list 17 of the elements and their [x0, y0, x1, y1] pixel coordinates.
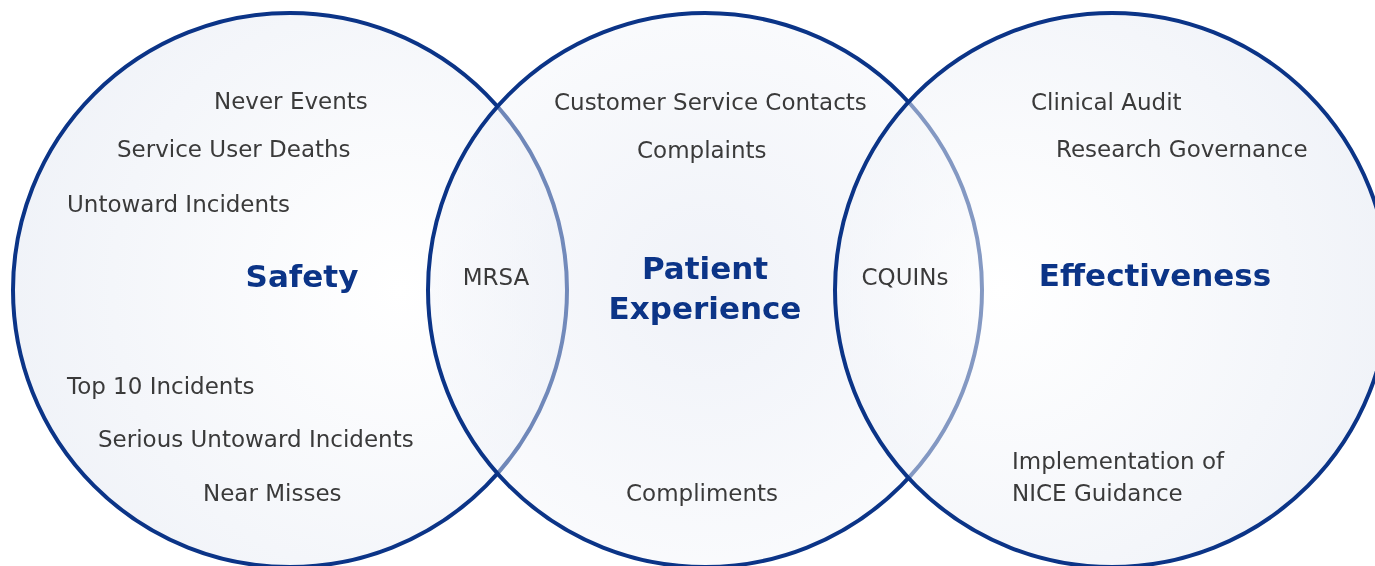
circle-heading: Patient Experience: [607, 248, 803, 328]
category-item: Service User Deaths: [117, 134, 351, 164]
category-item: Customer Service Contacts: [554, 87, 867, 117]
circle-heading: Safety: [245, 256, 359, 296]
overlap-label: CQUINs: [861, 262, 949, 292]
category-item: Never Events: [214, 86, 368, 116]
overlap-label: MRSA: [462, 262, 530, 292]
category-item: Compliments: [626, 478, 779, 508]
category-item: Implementation of NICE Guidance: [1012, 446, 1226, 508]
category-item: Complaints: [637, 135, 767, 165]
category-item: Top 10 Incidents: [67, 371, 255, 401]
category-item: Research Governance: [1056, 134, 1308, 164]
category-item: Serious Untoward Incidents: [98, 424, 414, 454]
circle-heading: Effectiveness: [1038, 255, 1272, 295]
category-item: Clinical Audit: [1031, 87, 1182, 117]
category-item: Near Misses: [203, 478, 342, 508]
category-item: Untoward Incidents: [67, 189, 291, 219]
